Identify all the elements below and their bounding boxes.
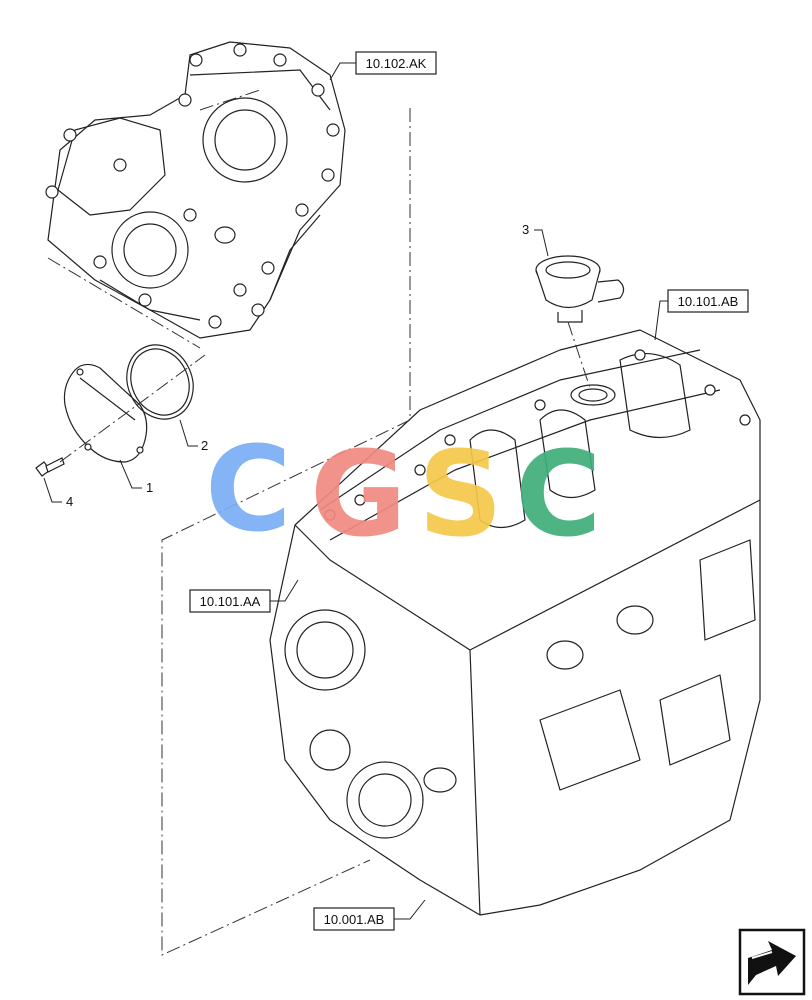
callout-screw[interactable]: 4 [43, 477, 73, 509]
watermark-logo: C G S C [205, 420, 602, 563]
callout-breather[interactable]: 3 [522, 222, 549, 257]
callout-o-ring[interactable]: 2 [179, 419, 208, 453]
watermark-letter-c2: C [515, 425, 602, 563]
reference-box-engine[interactable]: 10.001.AB [313, 899, 426, 931]
cover-plate-illustration [63, 363, 148, 463]
callout-number-3: 3 [522, 222, 529, 237]
reference-label-engine: 10.001.AB [324, 912, 385, 927]
screw-illustration [35, 457, 65, 477]
reference-label-timing-cover: 10.102.AK [366, 56, 427, 71]
reference-label-engine-block: 10.101.AA [200, 594, 261, 609]
callout-cover-plate[interactable]: 1 [119, 459, 153, 495]
o-ring-illustration [126, 344, 194, 420]
reference-box-engine-block[interactable]: 10.101.AA [189, 579, 299, 613]
watermark-letter-c1: C [205, 420, 292, 558]
breather-illustration [535, 255, 625, 323]
reference-box-timing-cover[interactable]: 10.102.AK [329, 51, 437, 81]
next-page-arrow-icon[interactable] [738, 928, 806, 996]
watermark-letter-g: G [310, 425, 407, 563]
explode-lines [47, 89, 591, 956]
watermark-letter-s: S [418, 425, 503, 563]
callout-number-4: 4 [66, 494, 73, 509]
callout-number-1: 1 [146, 480, 153, 495]
timing-cover-illustration [45, 41, 346, 339]
reference-box-cylinder-head[interactable]: 10.101.AB [654, 289, 749, 341]
callout-number-2: 2 [201, 438, 208, 453]
engine-block-illustration [269, 329, 761, 916]
reference-label-cylinder-head: 10.101.AB [678, 294, 739, 309]
